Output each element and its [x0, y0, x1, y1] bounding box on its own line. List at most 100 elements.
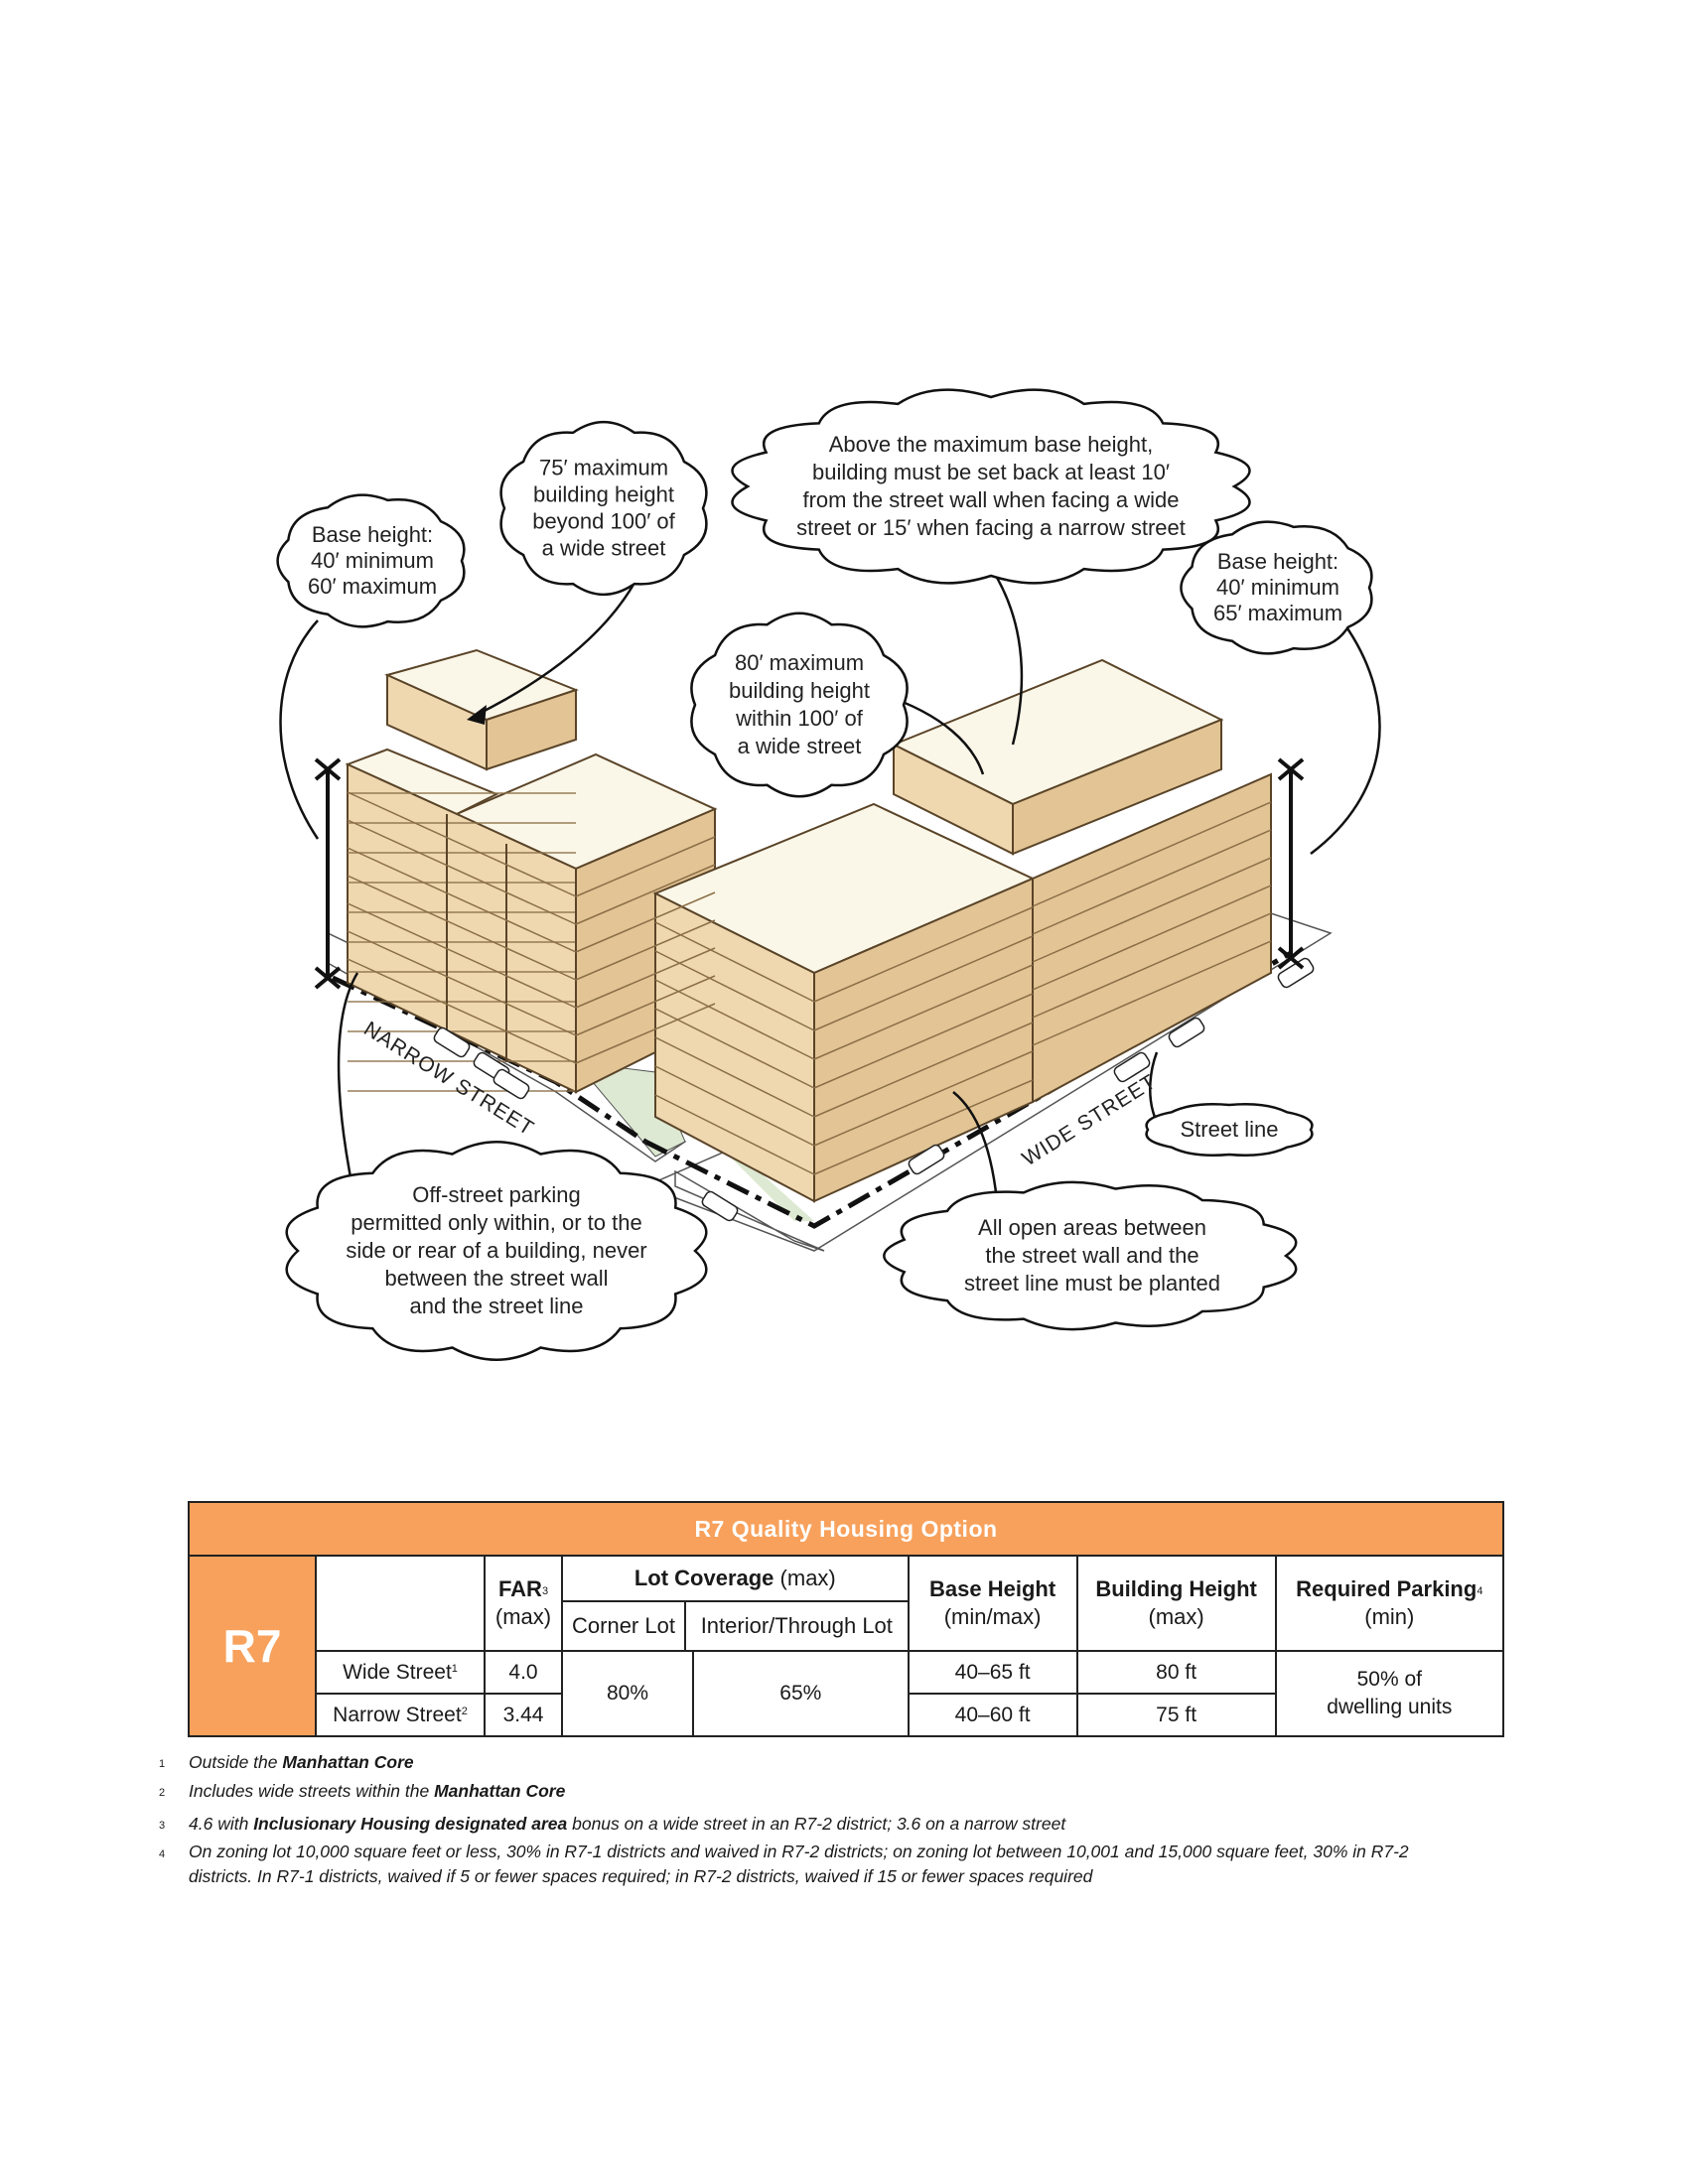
cloud-shape [499, 421, 708, 596]
floor-line [575, 864, 716, 925]
callout-text-line: Base height: [1217, 549, 1338, 574]
footnote-1: 1 Outside the Manhattan Core [159, 1752, 414, 1772]
callout-text-line: building height [729, 678, 870, 703]
cloud-shape [883, 1180, 1298, 1331]
floor-line [575, 947, 716, 1009]
cloud-shape [1145, 1103, 1314, 1157]
floor-line [575, 836, 716, 897]
callout-text-line: 40′ minimum [311, 548, 434, 573]
callout-text-line: All open areas between [978, 1215, 1206, 1240]
cloud-shape [690, 612, 909, 798]
height-marker-left [314, 757, 342, 990]
callout-text-line: street line must be planted [964, 1271, 1220, 1296]
table-title: R7 Quality Housing Option [188, 1501, 1504, 1557]
callout-text-line: 65′ maximum [1213, 601, 1342, 625]
floor-line [347, 847, 577, 953]
floor-line [347, 958, 577, 1064]
callout-text-line: the street wall and the [985, 1243, 1198, 1268]
car [701, 1190, 739, 1222]
callout-planted: All open areas between the street wall an… [883, 1180, 1298, 1331]
floor-line [575, 975, 716, 1036]
floor-line [813, 906, 1034, 1003]
floor-line [347, 930, 577, 1036]
floor-line [813, 1050, 1034, 1147]
callout-text-line: between the street wall [384, 1266, 608, 1291]
height-marker-right [1277, 757, 1305, 970]
callout-text-line: a wide street [738, 734, 862, 758]
callout-text-line: 75′ maximum [539, 456, 668, 480]
car [908, 1144, 945, 1175]
callout-text-line: within 100′ of [735, 706, 864, 731]
parked-cars [433, 957, 1315, 1222]
callout-text-line: from the street wall when facing a wide [802, 487, 1179, 512]
floor-line [1032, 912, 1272, 1019]
corner-lot-header: Corner Lot [563, 1602, 686, 1650]
interior-lot-header: Interior/Through Lot [700, 1613, 893, 1638]
narrow-street-building-height: 75 ft [1075, 1693, 1277, 1737]
floor-line [575, 919, 716, 981]
floor-line [347, 819, 577, 925]
callout-text-line: permitted only within, or to the [351, 1210, 641, 1235]
floor-line [654, 1065, 815, 1147]
callout-street-line: Street line [1145, 1103, 1314, 1157]
callout-text-line: Base height: [312, 522, 433, 547]
floor-line [1032, 801, 1272, 907]
floor-line [347, 875, 577, 981]
lot-coverage-header: Lot Coverage (max) Corner Lot Interior/T… [561, 1555, 910, 1652]
callout-text-line: side or rear of a building, never [346, 1238, 646, 1263]
callout-text-line: beyond 100′ of [532, 509, 675, 534]
floor-line [654, 1036, 815, 1118]
callout-text-line: 40′ minimum [1216, 575, 1339, 600]
wide-street-building-height: 80 ft [1075, 1650, 1277, 1695]
district-label: R7 [188, 1555, 317, 1737]
footnote-2: 2 Includes wide streets within the Manha… [159, 1781, 566, 1801]
wide-street-base-height: 40–65 ft [907, 1650, 1078, 1695]
narrow-street-base-height: 40–60 ft [907, 1693, 1078, 1737]
callout-text-line: building height [533, 482, 674, 507]
narrow-street-row-label: Narrow Street2 [315, 1693, 486, 1737]
interior-lot-value: 65% [692, 1650, 910, 1737]
blank-header [315, 1555, 486, 1652]
floor-line [654, 921, 815, 1003]
callout-text-line: building must be set back at least 10′ [812, 460, 1170, 484]
floor-line [1032, 940, 1272, 1046]
arrowhead [467, 705, 487, 725]
floor-line [1032, 829, 1272, 935]
callout-text-line: and the street line [410, 1294, 584, 1318]
zoning-table: R7 Quality Housing Option R7 FAR3 (max) … [188, 1501, 1505, 1737]
callout-text-line: Off-street parking [412, 1182, 581, 1207]
wide-street-row-label: Wide Street1 [315, 1650, 486, 1695]
wide-street-far: 4.0 [484, 1650, 563, 1695]
callout-setback: Above the maximum base height, building m… [731, 388, 1251, 585]
footnote-3: 3 4.6 with Inclusionary Housing designat… [159, 1814, 1066, 1834]
narrow-street-far: 3.44 [484, 1693, 563, 1737]
floor-line [1032, 857, 1272, 963]
callout-text-line: 60′ maximum [308, 574, 437, 599]
base-height-header: Base Height(min/max) [907, 1555, 1078, 1652]
cloud-shape [731, 388, 1251, 585]
callout-text-line: Street line [1180, 1117, 1278, 1142]
footnotes: 1 Outside the Manhattan Core 2 Includes … [159, 1749, 1509, 1889]
floor-lines [347, 791, 1272, 1175]
floor-line [813, 1022, 1034, 1118]
floor-line [575, 1003, 716, 1064]
floor-line [654, 950, 815, 1031]
floor-line [654, 979, 815, 1060]
callout-text-line: Above the maximum base height, [829, 432, 1154, 457]
callout-text-line: a wide street [542, 536, 666, 561]
floor-line [813, 993, 1034, 1089]
floor-line [813, 964, 1034, 1060]
corner-lot-value: 80% [561, 1650, 694, 1737]
building-height-header: Building Height(max) [1075, 1555, 1277, 1652]
far-header: FAR3 (max) [484, 1555, 563, 1652]
cloud-shape [1180, 520, 1373, 655]
floor-line [654, 1008, 815, 1089]
floor-line [575, 891, 716, 953]
car [1168, 1017, 1205, 1048]
